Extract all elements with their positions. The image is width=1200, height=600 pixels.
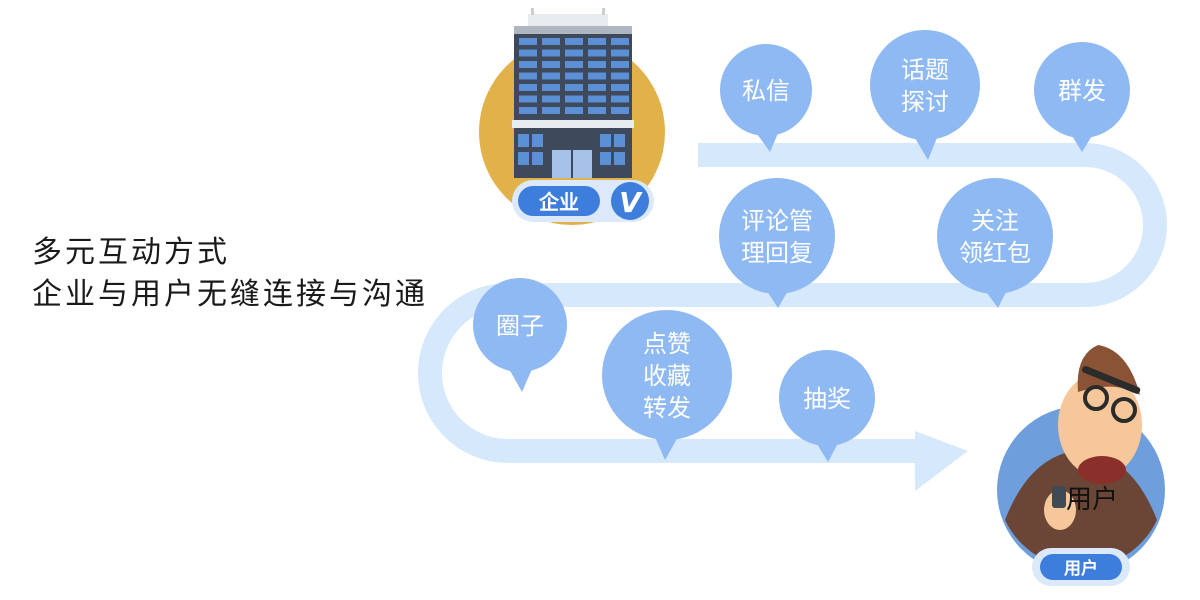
enterprise-badge-label: 企业	[538, 190, 579, 214]
interaction-bubbles: 私信话题探讨群发评论管理回复关注领红包圈子点赞收藏转发抽奖	[473, 30, 1130, 462]
bubble-circle: 圈子	[473, 278, 567, 392]
bubble-comment-management-line-1: 评论管	[741, 207, 813, 235]
bubble-follow-red-packet-line-1: 关注	[971, 207, 1019, 235]
bubble-lottery-line-1: 抽奖	[803, 385, 851, 413]
user-overlay-label: 用户	[1066, 485, 1118, 515]
bubble-circle-line-1: 圈子	[496, 312, 544, 340]
headline-line-2: 企业与用户无缝连接与沟通	[32, 277, 428, 312]
headline: 多元互动方式 企业与用户无缝连接与沟通	[32, 232, 428, 316]
bubble-topic-discussion-line-2: 探讨	[901, 88, 949, 116]
bubble-follow-red-packet-line-2: 领红包	[959, 239, 1031, 267]
flow-arrowhead	[915, 431, 968, 491]
bubble-private-message-line-1: 私信	[742, 77, 790, 105]
bubble-group-send-line-1: 群发	[1058, 77, 1106, 105]
enterprise-icon: 企业 V	[479, 8, 665, 225]
verified-mark: V	[619, 186, 643, 219]
headline-line-1: 多元互动方式	[32, 235, 230, 270]
bubble-like-collect-share-line-1: 点赞	[643, 330, 691, 358]
bubble-like-collect-share-line-3: 转发	[643, 394, 691, 422]
bubble-private-message: 私信	[720, 44, 812, 152]
bubble-like-collect-share-line-2: 收藏	[643, 362, 691, 390]
bubble-group-send: 群发	[1034, 42, 1130, 152]
user-avatar: 用户 用户	[997, 345, 1165, 586]
bubble-lottery: 抽奖	[779, 350, 875, 462]
bubble-comment-management-line-2: 理回复	[741, 239, 813, 267]
bubble-topic-discussion-line-1: 话题	[901, 56, 949, 84]
user-badge-label: 用户	[1064, 558, 1098, 579]
